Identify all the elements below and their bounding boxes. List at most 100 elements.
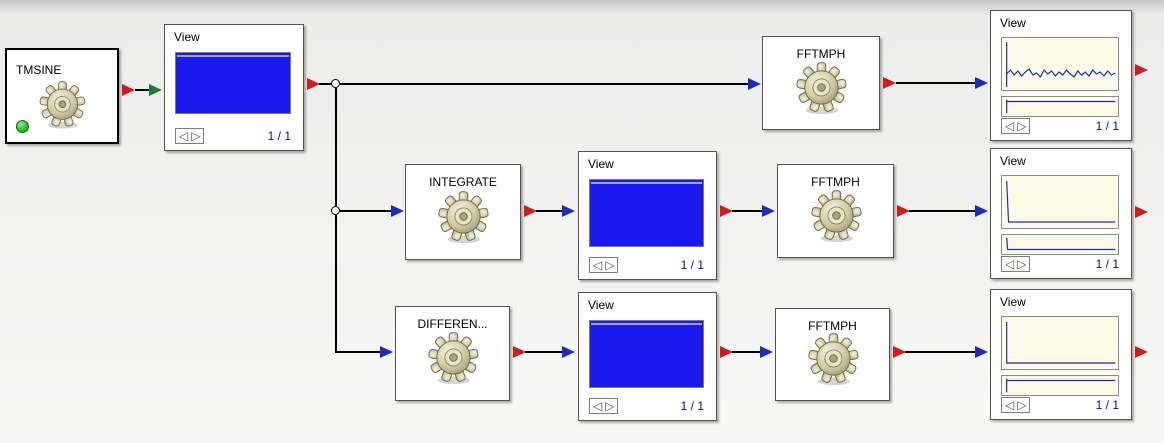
wire[interactable] xyxy=(909,210,976,212)
output-port[interactable] xyxy=(513,346,526,358)
plot-display-top[interactable] xyxy=(1001,37,1119,91)
page-prev-button[interactable]: ◁ xyxy=(1005,119,1015,133)
block-tmsine[interactable]: TMSINE xyxy=(5,48,119,144)
plot-display-top[interactable] xyxy=(1001,316,1119,370)
page-next-button[interactable]: ▷ xyxy=(1017,119,1027,133)
output-port[interactable] xyxy=(897,205,910,217)
page-indicator: 1 / 1 xyxy=(267,129,291,143)
output-port[interactable] xyxy=(720,205,733,217)
display-highlight xyxy=(177,55,289,57)
input-port[interactable] xyxy=(748,78,761,90)
output-port[interactable] xyxy=(883,77,896,89)
page-next-button[interactable]: ▷ xyxy=(605,258,615,272)
wire[interactable] xyxy=(319,83,332,85)
page-next-button[interactable]: ▷ xyxy=(191,129,201,143)
page-prev-button[interactable]: ◁ xyxy=(179,129,189,143)
block-view-fft-top[interactable]: View ◁ ▷ 1 / 1 xyxy=(990,10,1132,141)
block-label: FFTMPH xyxy=(811,175,860,189)
output-port[interactable] xyxy=(1135,346,1148,358)
wire[interactable] xyxy=(732,351,761,353)
output-port[interactable] xyxy=(122,84,135,96)
wire[interactable] xyxy=(335,215,337,352)
input-port[interactable] xyxy=(391,205,404,217)
run-led-icon xyxy=(16,120,29,133)
block-differentiate[interactable]: DIFFEREN... xyxy=(395,306,510,401)
gear-icon xyxy=(36,79,88,131)
block-view-differentiate[interactable]: View ◁ ▷ 1 / 1 xyxy=(578,292,717,421)
waveform-trace xyxy=(1002,376,1118,395)
output-port[interactable] xyxy=(1135,206,1148,218)
input-port[interactable] xyxy=(562,205,575,217)
page-prev-button[interactable]: ◁ xyxy=(593,258,603,272)
block-label: FFTMPH xyxy=(808,319,857,333)
plot-display-bottom[interactable] xyxy=(1001,234,1119,255)
block-label: DIFFEREN... xyxy=(417,317,488,331)
block-label: View xyxy=(588,157,614,171)
wire[interactable] xyxy=(340,210,392,212)
input-port[interactable] xyxy=(760,346,773,358)
page-nav: ◁ ▷ 1 / 1 xyxy=(1001,255,1121,273)
page-indicator: 1 / 1 xyxy=(1095,257,1119,271)
input-port[interactable] xyxy=(380,346,393,358)
waveform-display[interactable] xyxy=(175,52,291,114)
block-view-source[interactable]: View ◁ ▷ 1 / 1 xyxy=(164,24,304,151)
input-port[interactable] xyxy=(762,205,775,217)
block-label: View xyxy=(1000,154,1026,168)
waveform-trace xyxy=(1002,38,1118,90)
page-nav: ◁ ▷ 1 / 1 xyxy=(1001,117,1121,135)
block-label: View xyxy=(1000,16,1026,30)
input-port[interactable] xyxy=(975,205,988,217)
block-fftmph-bottom[interactable]: FFTMPH xyxy=(775,308,890,401)
page-indicator: 1 / 1 xyxy=(1095,398,1119,412)
plot-display-bottom[interactable] xyxy=(1001,96,1119,117)
wire[interactable] xyxy=(536,210,563,212)
page-prev-button[interactable]: ◁ xyxy=(1005,257,1015,271)
page-next-button[interactable]: ▷ xyxy=(605,399,615,413)
output-port[interactable] xyxy=(524,205,537,217)
output-port[interactable] xyxy=(720,346,733,358)
page-next-button[interactable]: ▷ xyxy=(1017,398,1027,412)
page-next-button[interactable]: ▷ xyxy=(1017,257,1027,271)
input-port[interactable] xyxy=(975,77,988,89)
block-view-integrate[interactable]: View ◁ ▷ 1 / 1 xyxy=(578,151,717,280)
branch-node[interactable] xyxy=(331,79,340,88)
display-highlight xyxy=(591,323,702,325)
waveform-trace xyxy=(1002,176,1118,228)
block-view-fft-mid[interactable]: View ◁ ▷ 1 / 1 xyxy=(990,148,1132,279)
waveform-trace xyxy=(1002,97,1118,116)
block-fftmph-top[interactable]: FFTMPH xyxy=(762,36,880,130)
wire[interactable] xyxy=(340,83,748,85)
page-controls: ◁ ▷ xyxy=(1001,397,1031,413)
block-integrate[interactable]: INTEGRATE xyxy=(405,164,521,260)
wire[interactable] xyxy=(732,210,763,212)
plot-display-top[interactable] xyxy=(1001,175,1119,229)
page-prev-button[interactable]: ◁ xyxy=(593,399,603,413)
block-label: FFTMPH xyxy=(796,47,846,61)
output-port[interactable] xyxy=(1135,64,1148,76)
output-port[interactable] xyxy=(307,78,320,90)
wire[interactable] xyxy=(896,82,975,84)
wire[interactable] xyxy=(335,351,381,353)
wire[interactable] xyxy=(905,351,976,353)
waveform-display[interactable] xyxy=(589,179,704,247)
wire[interactable] xyxy=(525,351,563,353)
page-indicator: 1 / 1 xyxy=(680,399,704,413)
page-prev-button[interactable]: ◁ xyxy=(1005,398,1015,412)
gear-icon xyxy=(793,60,850,117)
input-port[interactable] xyxy=(562,346,575,358)
output-port[interactable] xyxy=(893,346,906,358)
gear-icon xyxy=(424,330,481,387)
branch-node[interactable] xyxy=(331,206,340,215)
input-port[interactable] xyxy=(975,346,988,358)
block-fftmph-mid[interactable]: FFTMPH xyxy=(777,164,894,258)
wire[interactable] xyxy=(135,89,149,91)
wire[interactable] xyxy=(335,88,337,206)
page-nav: ◁ ▷ 1 / 1 xyxy=(589,397,706,415)
plot-display-bottom[interactable] xyxy=(1001,375,1119,396)
gear-icon xyxy=(435,189,492,246)
block-label: View xyxy=(588,298,614,312)
block-view-fft-bottom[interactable]: View ◁ ▷ 1 / 1 xyxy=(990,289,1132,420)
waveform-display[interactable] xyxy=(589,320,704,388)
connected-input-port[interactable] xyxy=(149,84,162,96)
